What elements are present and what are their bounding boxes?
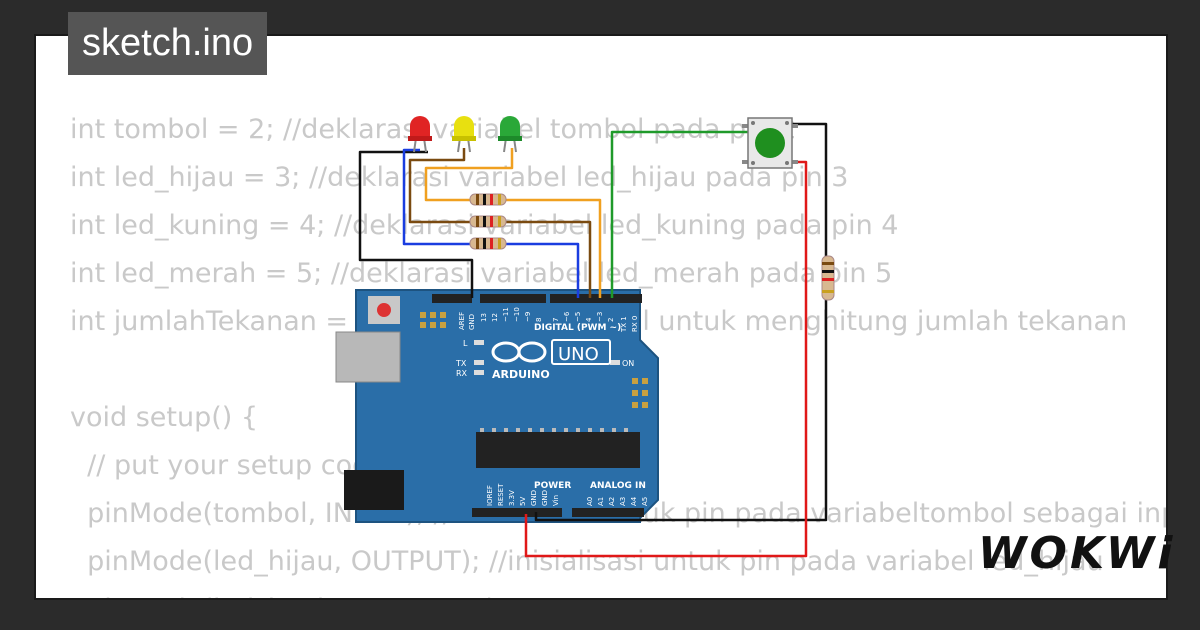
bottom-pin-labels: IOREF RESET 3.3V 5V GND GND Vin A0 A1 A2… bbox=[486, 483, 649, 506]
svg-text:8: 8 bbox=[535, 318, 543, 322]
led-tx-indicator bbox=[474, 360, 484, 365]
power-label: POWER bbox=[534, 481, 571, 491]
svg-text:A2: A2 bbox=[608, 497, 616, 506]
svg-text:A4: A4 bbox=[630, 496, 638, 506]
code-line: void setup() { bbox=[70, 402, 259, 433]
svg-text:7: 7 bbox=[552, 318, 560, 322]
svg-text:A1: A1 bbox=[597, 497, 605, 506]
svg-text:TX 1: TX 1 bbox=[620, 316, 628, 333]
power-jack bbox=[344, 470, 404, 510]
svg-text:5V: 5V bbox=[519, 497, 527, 506]
microcontroller-chip bbox=[476, 432, 640, 468]
svg-text:12: 12 bbox=[491, 313, 499, 322]
svg-text:IOREF: IOREF bbox=[486, 485, 494, 506]
resistor-3[interactable] bbox=[469, 237, 507, 250]
led-l-indicator bbox=[474, 340, 484, 345]
svg-text:~11: ~11 bbox=[502, 307, 510, 322]
reset-button-cap[interactable] bbox=[377, 303, 391, 317]
wire-button-gnd[interactable] bbox=[534, 122, 828, 522]
code-line: pinMode(led_kuning, OUTPUT); bbox=[70, 586, 1166, 598]
wire-gnd-leds[interactable] bbox=[358, 150, 474, 298]
canvas-card: int tombol = 2; //deklarasi variabel tom… bbox=[34, 34, 1168, 600]
board-brand: ARDUINO bbox=[492, 368, 550, 381]
on-label: ON bbox=[622, 359, 634, 368]
resistor-pulldown[interactable] bbox=[821, 255, 835, 301]
svg-text:~6: ~6 bbox=[563, 311, 571, 322]
svg-text:~5: ~5 bbox=[574, 312, 582, 322]
chip-pins bbox=[480, 428, 628, 432]
rx-label: RX bbox=[456, 369, 468, 378]
icsp-header bbox=[420, 312, 446, 328]
svg-text:A0: A0 bbox=[586, 497, 594, 506]
svg-text:RESET: RESET bbox=[497, 483, 505, 506]
led-red[interactable] bbox=[408, 116, 432, 153]
wire-led-red-pin5[interactable] bbox=[402, 148, 580, 298]
wire-led-green-pin3[interactable] bbox=[424, 148, 602, 298]
digital-label: DIGITAL (PWM ~) bbox=[534, 323, 621, 333]
header-power bbox=[472, 508, 562, 517]
wire-button-pin2[interactable] bbox=[610, 130, 748, 298]
svg-text:GND: GND bbox=[541, 490, 549, 506]
header-top-left bbox=[432, 294, 472, 303]
board-model: UNO bbox=[558, 344, 599, 365]
resistor-2[interactable] bbox=[469, 215, 507, 228]
svg-text:3.3V: 3.3V bbox=[508, 490, 516, 506]
code-line: int led_merah = 5; //deklarasi variabel … bbox=[70, 258, 893, 289]
svg-text:4: 4 bbox=[585, 317, 593, 322]
led-rx-indicator bbox=[474, 370, 484, 375]
code-line: int tombol = 2; //deklarasi variabel tom… bbox=[70, 114, 797, 145]
push-button-cap[interactable] bbox=[755, 128, 785, 158]
wire-led-yellow-pin4[interactable] bbox=[408, 148, 592, 298]
header-top-right bbox=[550, 294, 642, 303]
sketch-title: sketch.ino bbox=[68, 12, 268, 75]
top-pin-labels: AREF GND 13 12 ~11 ~10 ~9 8 7 ~6 ~5 4 ~3… bbox=[458, 307, 639, 333]
svg-text:Vin: Vin bbox=[552, 495, 560, 506]
analog-label: ANALOG IN bbox=[590, 481, 646, 491]
svg-text:~9: ~9 bbox=[524, 312, 532, 322]
led-green[interactable] bbox=[498, 116, 522, 153]
led-yellow[interactable] bbox=[452, 116, 476, 153]
led-on-indicator bbox=[610, 360, 620, 365]
resistor-1[interactable] bbox=[469, 193, 507, 206]
svg-text:13: 13 bbox=[480, 313, 488, 322]
arduino-logo-icon bbox=[491, 341, 547, 363]
arduino-uno-board[interactable]: UNO ARDUINO DIGITAL (PWM ~) POWER ANALOG… bbox=[335, 289, 659, 523]
svg-text:~10: ~10 bbox=[513, 307, 521, 322]
code-background: int tombol = 2; //deklarasi variabel tom… bbox=[70, 106, 1166, 598]
l-label: L bbox=[463, 339, 468, 348]
tx-label: TX bbox=[455, 359, 467, 368]
header-top-mid bbox=[480, 294, 546, 303]
code-line: pinMode(led_hijau, OUTPUT); //inisialisa… bbox=[70, 546, 1104, 577]
wokwi-logo: WOKWi bbox=[978, 528, 1176, 579]
push-button[interactable] bbox=[742, 117, 798, 169]
svg-text:~3: ~3 bbox=[596, 312, 604, 322]
svg-text:GND: GND bbox=[530, 490, 538, 506]
svg-text:A3: A3 bbox=[619, 497, 627, 506]
svg-text:2: 2 bbox=[607, 318, 615, 322]
wire-5v-button[interactable] bbox=[524, 160, 808, 558]
usb-port bbox=[335, 331, 401, 383]
svg-text:GND: GND bbox=[468, 314, 476, 330]
svg-text:RX 0: RX 0 bbox=[631, 316, 639, 332]
code-line: int led_kuning = 4; //deklarasi variabel… bbox=[70, 210, 899, 241]
header-analog bbox=[572, 508, 644, 517]
svg-text:AREF: AREF bbox=[458, 312, 466, 330]
svg-text:A5: A5 bbox=[641, 497, 649, 506]
right-icsp bbox=[632, 378, 648, 408]
